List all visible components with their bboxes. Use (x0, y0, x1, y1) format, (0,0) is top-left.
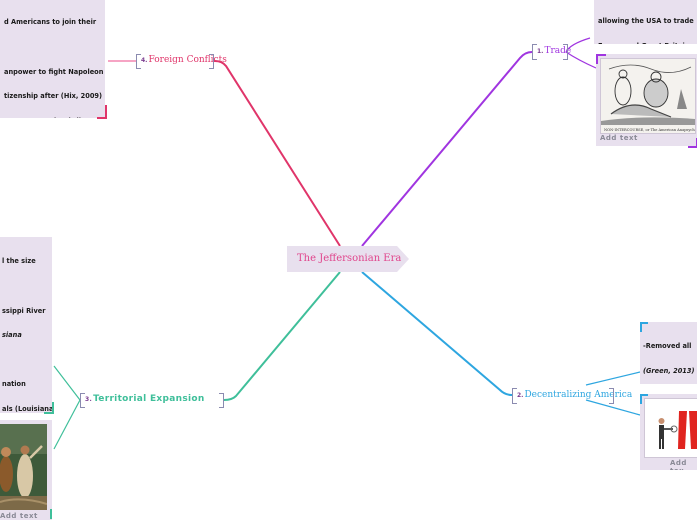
bracket-left-foreign (136, 54, 141, 69)
svg-text:NON-INTERCOURSE, or The Americ: NON-INTERCOURSE, or The American Anapsyc… (604, 128, 695, 132)
topic-foreign-conflicts[interactable]: 4.Foreign Conflicts (137, 55, 231, 65)
image-card-decentralizing[interactable]: Add tex (640, 394, 697, 470)
connector-decentralizing-image (585, 399, 641, 416)
bracket-right-decentralizing (609, 388, 614, 404)
topic-label: Trade (544, 46, 572, 56)
note-text: allowing the USA to trade France and Gre… (598, 17, 694, 44)
tax-cut-image (644, 398, 697, 458)
central-topic-shape (287, 246, 409, 272)
note-foreign-conflicts[interactable]: d Americans to join their anpower to fig… (0, 0, 105, 118)
connector-territorial-image (53, 399, 81, 450)
connector-decentralizing-note (585, 371, 641, 386)
topic-number: 1. (537, 48, 544, 55)
add-text-label[interactable]: Add text (0, 512, 38, 520)
add-text-label[interactable]: Add tex (670, 459, 687, 470)
bracket-left-territorial (80, 393, 85, 408)
topic-number: 3. (85, 396, 93, 403)
connector-trade-image (565, 51, 597, 69)
topic-territorial-expansion[interactable]: 3.Territorial Expansion (81, 394, 209, 404)
cartoon-image: NON-INTERCOURSE, or The American Anapsyc… (600, 58, 696, 134)
image-corner-territorial (50, 509, 52, 519)
image-corner-trade-bottom (688, 138, 697, 148)
bracket-right-territorial (219, 393, 224, 408)
painting-image (0, 424, 47, 510)
topic-trade[interactable]: 1.Trade (533, 46, 575, 56)
note-corner-territorial (44, 402, 54, 414)
image-card-territorial[interactable]: Add text (0, 420, 52, 520)
central-topic-title: The Jeffersonian Era (297, 253, 402, 264)
topic-label: Foreign Conflicts (148, 55, 227, 65)
connector-trade (361, 51, 533, 247)
tax-cut-illustration (645, 399, 697, 457)
central-topic[interactable]: The Jeffersonian Era (287, 246, 409, 272)
image-card-trade[interactable]: NON-INTERCOURSE, or The American Anapsyc… (596, 54, 697, 146)
note-corner-foreign (97, 105, 107, 119)
note-trade[interactable]: allowing the USA to trade France and Gre… (594, 0, 697, 44)
connector-trade-note (565, 37, 591, 53)
note-corner-decentralizing (640, 322, 648, 332)
bracket-right-foreign (209, 54, 214, 69)
connector-decentralizing (361, 271, 513, 396)
image-corner-decentralizing (640, 394, 648, 404)
bracket-left-trade (532, 44, 537, 60)
bracket-left-decentralizing (512, 388, 517, 404)
lewis-clark-painting-illustration (0, 424, 47, 510)
topic-number: 4. (141, 57, 148, 64)
topic-decentralizing-america[interactable]: 2.Decentralizing America (513, 390, 636, 400)
connector-territorial (223, 271, 341, 401)
connector-territorial-note (53, 365, 81, 401)
note-text: d Americans to join their anpower to fig… (4, 18, 104, 118)
bracket-right-trade (563, 44, 568, 60)
note-territorial-expansion[interactable]: l the size ssippi River siana nation als… (0, 237, 52, 413)
note-decentralizing-america[interactable]: -Removed all (Green, 2013) -Shrunk the n… (640, 322, 697, 384)
connector-foreign (213, 60, 341, 247)
topic-number: 2. (517, 392, 524, 399)
topic-label: Decentralizing America (524, 390, 633, 400)
note-text: -Removed all (Green, 2013) -Shrunk the n… (643, 342, 695, 376)
topic-label: Territorial Expansion (93, 394, 205, 404)
note-text: l the size ssippi River siana nation als… (2, 257, 52, 413)
add-text-label[interactable]: Add text (600, 134, 638, 142)
political-cartoon-illustration: NON-INTERCOURSE, or The American Anapsyc… (601, 59, 695, 133)
image-corner-trade-top (596, 54, 606, 64)
